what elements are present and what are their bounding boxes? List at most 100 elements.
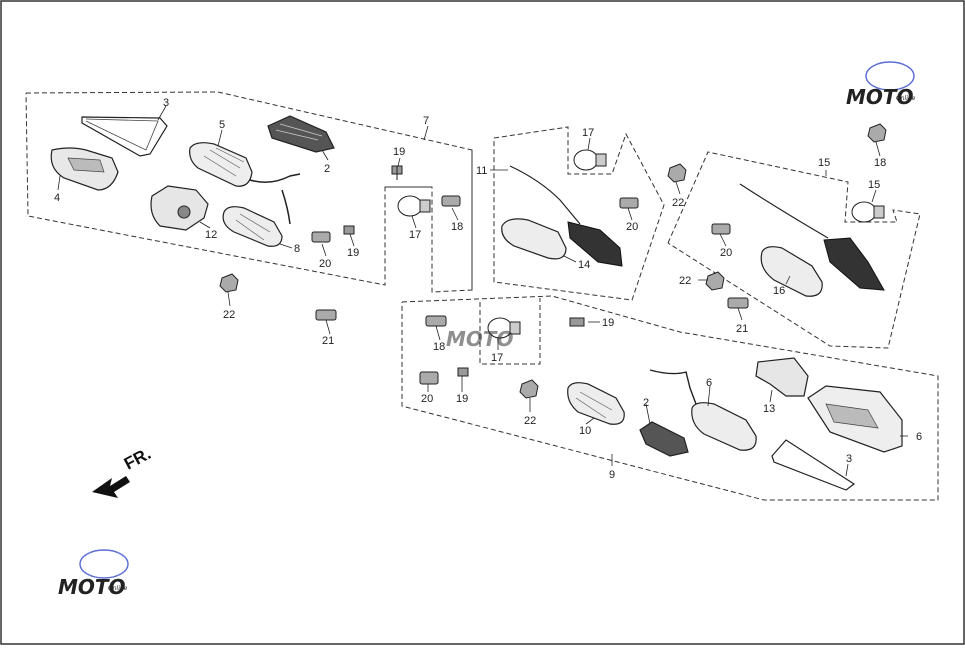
group-7-boundary — [25, 91, 473, 293]
bolt-20d — [419, 371, 439, 385]
screw-19c — [569, 317, 585, 327]
callout-22d: 22 — [524, 415, 536, 427]
lens-cover-4-window — [67, 157, 105, 173]
bolt-18a — [441, 195, 461, 207]
socket-housing-15 — [823, 237, 885, 291]
front-direction-arrow — [92, 476, 130, 498]
callout-3a: 3 — [163, 97, 169, 109]
bolt-18c — [425, 315, 447, 327]
callout-11: 11 — [476, 165, 487, 177]
lens-cover-6-window — [825, 403, 879, 429]
callout-21a: 21 — [322, 335, 334, 347]
screw-19d — [457, 367, 469, 377]
callout-20a: 20 — [319, 258, 331, 270]
callout-22b: 22 — [672, 197, 684, 209]
lead-wire-5b — [281, 189, 291, 225]
callout-12: 12 — [205, 229, 217, 241]
group-15-boundary — [667, 151, 921, 349]
lens-10-ribs — [575, 391, 613, 419]
nut-22a — [219, 273, 239, 293]
callout-15b: 15 — [868, 179, 880, 191]
callout-17a: 17 — [409, 229, 421, 241]
callout-6b: 6 — [916, 431, 922, 443]
bulb-box-17c — [479, 298, 541, 365]
cover-2-bottom — [639, 421, 689, 457]
callout-18b: 18 — [874, 157, 886, 169]
lens-gasket-3-inner — [85, 118, 159, 151]
callout-6a: 6 — [706, 377, 712, 389]
callout-22c: 22 — [679, 275, 691, 287]
callout-21b: 21 — [736, 323, 748, 335]
front-direction-label: FR. — [121, 444, 154, 474]
turn-signal-lens-16 — [760, 246, 823, 297]
lens-8-ribs — [235, 213, 271, 241]
callout-7: 7 — [423, 115, 429, 127]
nut-18b — [867, 123, 887, 143]
watermark-logo-bottom: MOTO Online — [58, 549, 129, 599]
callout-8: 8 — [294, 243, 300, 255]
bulb-17b — [573, 149, 607, 171]
callout-19c: 19 — [602, 317, 614, 329]
callout-19b: 19 — [347, 247, 359, 259]
lead-wire-15 — [739, 183, 829, 239]
watermark-logo-center: MOTO — [446, 327, 514, 351]
watermark-logo-top: MOTO Online — [846, 61, 916, 109]
watermark-subtext-top: Online — [896, 95, 916, 102]
turn-signal-lens-10 — [567, 382, 625, 425]
socket-12-hub — [177, 205, 191, 219]
cover-2-top-grooves — [275, 123, 323, 141]
callout-18c: 18 — [433, 341, 445, 353]
lens-gasket-3-top — [81, 116, 168, 157]
leader-lines — [57, 105, 908, 477]
nut-22b — [667, 163, 687, 183]
lens-5-ribs — [203, 147, 245, 177]
turn-signal-lens-5 — [189, 142, 253, 187]
callout-10: 10 — [579, 425, 591, 437]
nut-22c — [705, 271, 725, 291]
bulb-17a — [397, 195, 431, 217]
nut-22d — [519, 379, 539, 399]
turn-signal-lens-14 — [501, 218, 567, 260]
callout-17c: 17 — [491, 352, 503, 364]
callout-2b: 2 — [643, 397, 649, 409]
bolt-20a — [311, 231, 331, 243]
callout-3b: 3 — [846, 453, 852, 465]
callout-19d: 19 — [456, 393, 468, 405]
watermark-text-center: MOTO — [446, 327, 514, 351]
bolt-21a — [315, 309, 337, 321]
socket-housing-13 — [755, 357, 809, 397]
watermark-text-bottom: MOTO — [58, 575, 126, 599]
turn-signal-lens-6 — [691, 402, 757, 451]
callout-20b: 20 — [626, 221, 638, 233]
bulb-17c — [487, 317, 521, 339]
turn-signal-lens-8 — [222, 206, 283, 247]
callout-15a: 15 — [818, 157, 830, 169]
callout-2a: 2 — [324, 163, 330, 175]
cover-2-top — [267, 115, 335, 153]
callout-20c: 20 — [720, 247, 732, 259]
lead-wire-11 — [509, 165, 581, 225]
group-11-boundary — [493, 126, 665, 301]
callout-9: 9 — [609, 469, 615, 481]
bolt-20c — [711, 223, 731, 235]
bolt-21b — [727, 297, 749, 309]
callout-numbers: 3 4 5 2 12 8 7 19 20 19 17 18 22 21 11 1… — [54, 97, 922, 481]
callout-20d: 20 — [421, 393, 433, 405]
callout-19a: 19 — [393, 146, 405, 158]
watermark-subtext-bottom: Online — [108, 585, 128, 592]
callout-4: 4 — [54, 192, 60, 204]
screw-19b — [343, 225, 355, 235]
lens-gasket-3-bottom — [771, 439, 856, 491]
callout-5: 5 — [219, 119, 225, 131]
screw-19a — [391, 165, 403, 180]
bolt-20b — [619, 197, 639, 209]
callout-18a: 18 — [451, 221, 463, 233]
lead-wire-6 — [649, 369, 697, 405]
socket-housing-14 — [567, 221, 623, 267]
callout-14: 14 — [578, 259, 590, 271]
callout-13: 13 — [763, 403, 775, 415]
callout-16: 16 — [773, 285, 785, 297]
group-9-boundary — [401, 295, 939, 501]
